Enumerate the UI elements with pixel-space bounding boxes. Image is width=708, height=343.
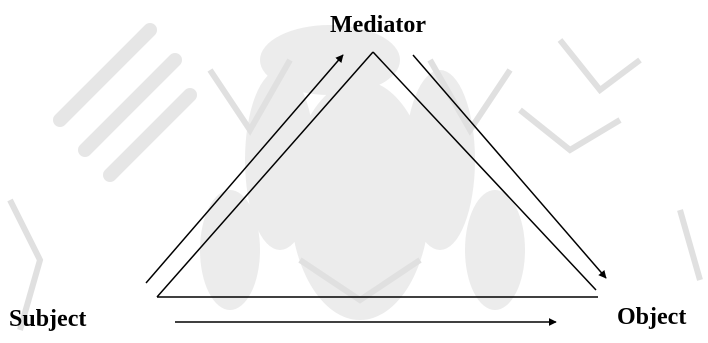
edge-subject-mediator — [157, 52, 373, 297]
object-label: Object — [617, 305, 686, 329]
subject-label: Subject — [9, 307, 86, 331]
edge-mediator-object — [373, 52, 596, 290]
arrow-subject-to-mediator — [146, 55, 343, 283]
mediator-label: Mediator — [330, 13, 426, 37]
arrow-mediator-to-object — [413, 55, 606, 278]
